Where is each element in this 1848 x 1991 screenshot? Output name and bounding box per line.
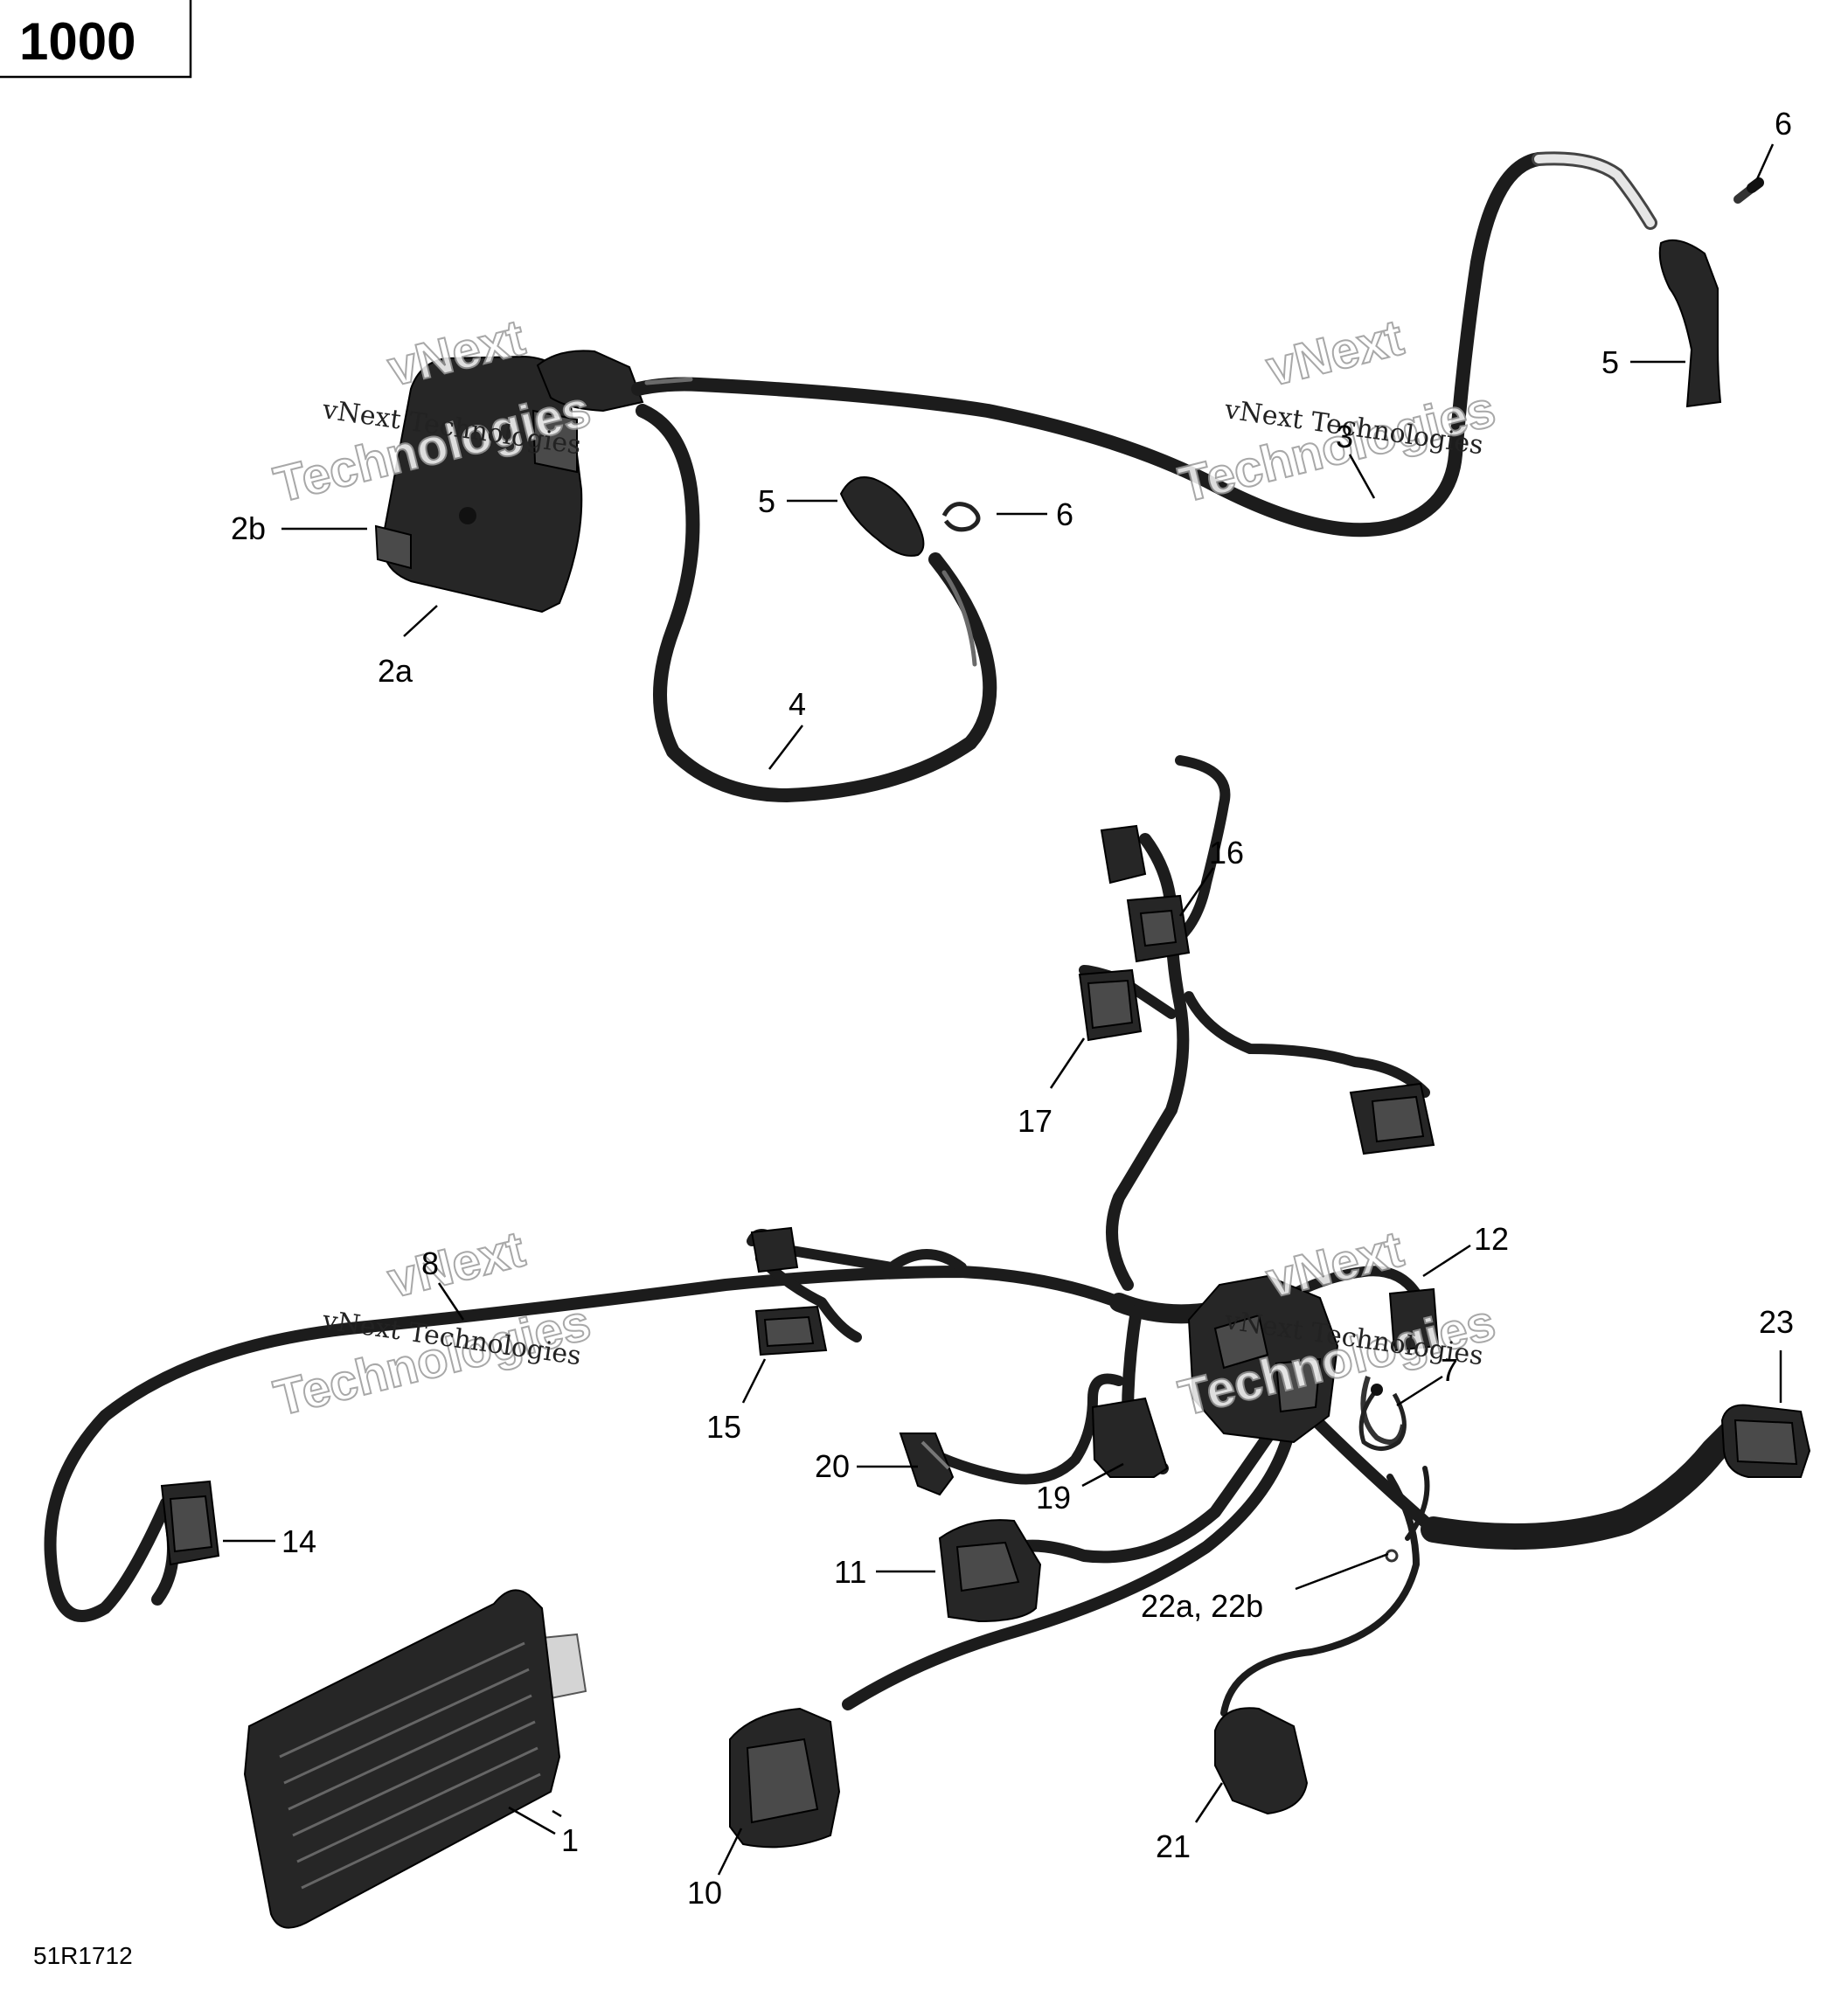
callout-label: 7 xyxy=(1441,1352,1458,1388)
callout-6-right: 6 xyxy=(1755,106,1792,180)
fuse-box xyxy=(1187,1274,1339,1444)
callout-label: 5 xyxy=(758,483,775,519)
callout-6-middle: 6 xyxy=(997,496,1073,532)
spark-plug-cap-right xyxy=(1658,239,1722,408)
callout-14: 14 xyxy=(223,1523,316,1559)
connector-19 xyxy=(1091,1397,1169,1478)
callout-label: 15 xyxy=(706,1409,741,1445)
ring-terminal xyxy=(1385,1549,1399,1563)
callout-20: 20 xyxy=(815,1448,918,1484)
callout-8: 8 xyxy=(421,1245,465,1321)
callout-label: 19 xyxy=(1036,1480,1071,1516)
connector-15 xyxy=(750,1226,828,1356)
callout-label: 11 xyxy=(834,1554,866,1590)
callout-label: 14 xyxy=(281,1523,316,1559)
engine-size-box: 1000 xyxy=(0,0,192,79)
callout-label: 8 xyxy=(421,1245,439,1281)
connector-21 xyxy=(1214,1707,1309,1815)
callout-label: 2a xyxy=(378,653,413,689)
callout-22a-22b: 22a, 22b xyxy=(1141,1552,1389,1624)
callout-16: 16 xyxy=(1178,835,1244,917)
callout-label: 10 xyxy=(687,1875,722,1911)
callout-label: 17 xyxy=(1018,1103,1053,1139)
callout-5-middle: 5 xyxy=(758,483,837,519)
callout-2b: 2b xyxy=(231,510,367,546)
callout-4: 4 xyxy=(768,686,806,770)
callout-11: 11 xyxy=(834,1554,935,1590)
callout-label: 16 xyxy=(1209,835,1244,871)
callout-label: 3 xyxy=(1336,419,1353,454)
connector-20 xyxy=(899,1433,955,1496)
callout-label: 5 xyxy=(1601,344,1619,380)
callout-7: 7 xyxy=(1396,1352,1458,1407)
spring-clip-middle xyxy=(941,502,981,532)
callout-label: 12 xyxy=(1474,1221,1509,1257)
callout-17: 17 xyxy=(1018,1037,1086,1139)
connector-10 xyxy=(729,1707,841,1849)
callout-5-right: 5 xyxy=(1601,344,1685,380)
callout-label: 23 xyxy=(1759,1304,1794,1340)
spark-plug-cap-middle xyxy=(839,476,925,557)
callout-12: 12 xyxy=(1422,1221,1509,1278)
callout-3: 3 xyxy=(1336,419,1376,499)
callout-label: 2b xyxy=(231,510,266,546)
watermark-vnext: vNext xyxy=(1261,309,1408,397)
connector-23 xyxy=(1720,1404,1811,1478)
callout-label: 6 xyxy=(1775,106,1792,142)
callout-23: 23 xyxy=(1759,1304,1794,1403)
callout-label: 21 xyxy=(1156,1828,1191,1864)
ground-strap xyxy=(1358,1384,1407,1451)
callout-2a: 2a xyxy=(378,605,438,689)
watermark-vnext: vNext xyxy=(1261,1220,1408,1308)
screw-right xyxy=(1733,177,1764,204)
callout-1: 1 xyxy=(508,1806,579,1858)
connector-17 xyxy=(1078,968,1143,1042)
ignition-coil xyxy=(374,350,644,614)
connector-14 xyxy=(160,1480,220,1566)
watermark-vnext: vNext xyxy=(382,1220,530,1308)
engine-size-label: 1000 xyxy=(19,12,135,71)
callout-19: 19 xyxy=(1036,1462,1124,1516)
engine-control-module xyxy=(243,1589,587,1929)
callout-label: 22a, 22b xyxy=(1141,1588,1263,1624)
callout-label: 6 xyxy=(1056,496,1073,532)
callout-15: 15 xyxy=(706,1358,767,1445)
callout-10: 10 xyxy=(687,1828,743,1911)
drawing-number: 51R1712 xyxy=(33,1942,133,1969)
connector-16 xyxy=(1100,824,1191,963)
callout-label: 1 xyxy=(561,1822,579,1858)
spark-plug-cable-short xyxy=(636,404,997,802)
callout-label: 20 xyxy=(815,1448,850,1484)
callout-label: 4 xyxy=(789,686,806,722)
connector-11 xyxy=(938,1519,1042,1623)
connector-top-right xyxy=(1349,1082,1435,1155)
callout-21: 21 xyxy=(1156,1782,1224,1864)
connector-12 xyxy=(1388,1287,1440,1352)
spark-plug-cable-long xyxy=(631,152,1546,538)
